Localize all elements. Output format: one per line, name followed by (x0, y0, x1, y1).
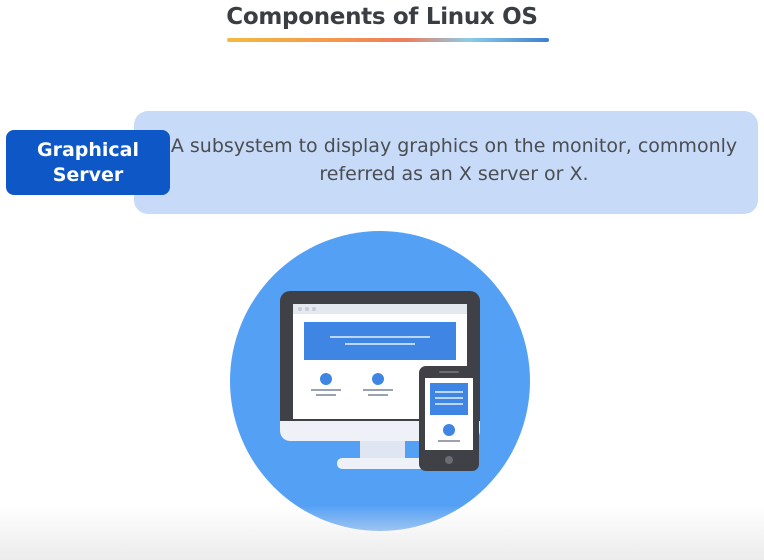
component-label-text: Graphical Server (36, 138, 140, 186)
description-panel (134, 111, 758, 214)
title-underline (227, 38, 549, 42)
description-text: A subsystem to display graphics on the m… (170, 135, 738, 185)
smartphone-icon (419, 366, 479, 471)
slide-title: Components of Linux OS (226, 4, 538, 30)
desktop-monitor-icon (280, 291, 480, 469)
component-label: Graphical Server (6, 130, 170, 195)
bottom-fade (0, 505, 764, 560)
